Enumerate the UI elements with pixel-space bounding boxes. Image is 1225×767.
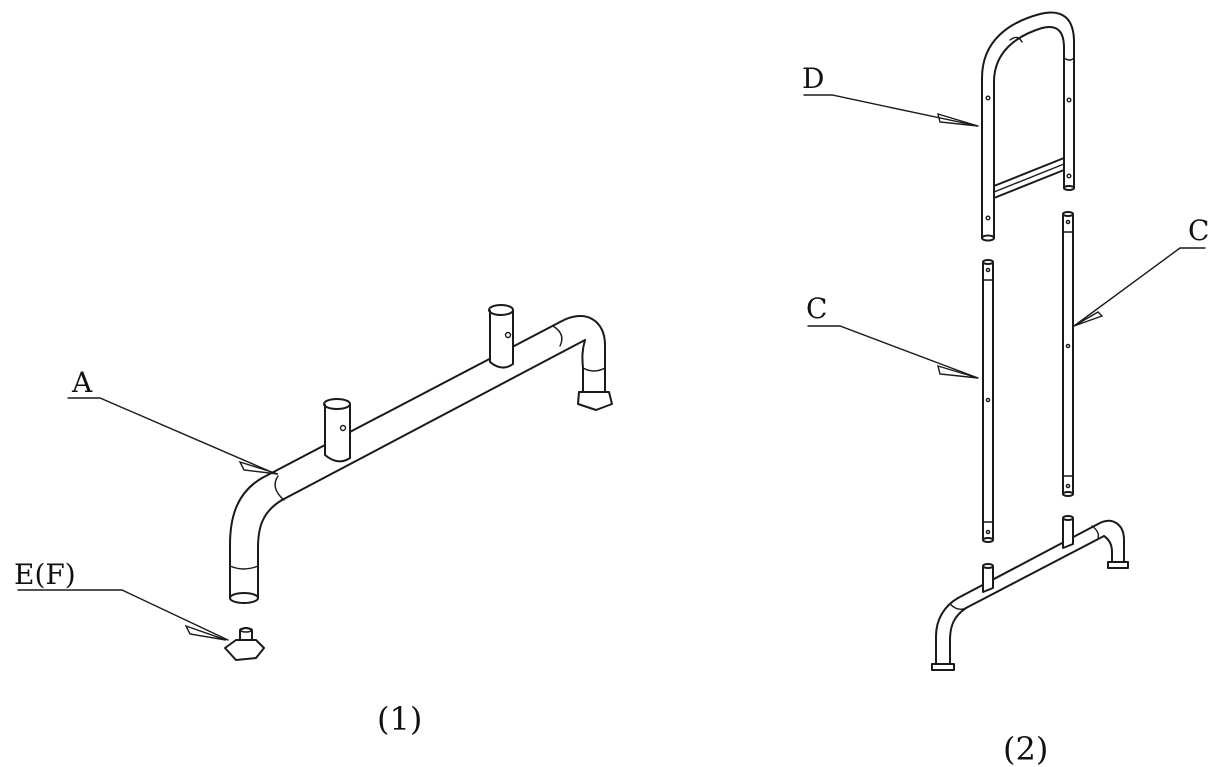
label-d: D [802, 62, 824, 95]
part-a-base-small [931, 515, 1129, 671]
part-ef-foot-cap [224, 627, 265, 661]
caption-figure-2: (2) [1003, 730, 1048, 767]
label-e-f: E(F) [14, 558, 76, 591]
caption-figure-1: (1) [377, 700, 422, 738]
label-a: A [71, 366, 93, 399]
part-c-right-pole [1062, 211, 1074, 497]
leader-lines-figure-2 [803, 94, 1206, 379]
part-a-base-frame [229, 304, 613, 604]
part-d-upper-frame [981, 11, 1075, 242]
label-c-left: C [806, 292, 827, 325]
leader-lines-figure-1 [17, 397, 279, 641]
figure-2: D C C (2) [802, 11, 1209, 767]
figure-1: A E(F) (1) [14, 304, 613, 738]
part-c-left-pole [982, 259, 994, 543]
label-c-right: C [1188, 214, 1209, 247]
